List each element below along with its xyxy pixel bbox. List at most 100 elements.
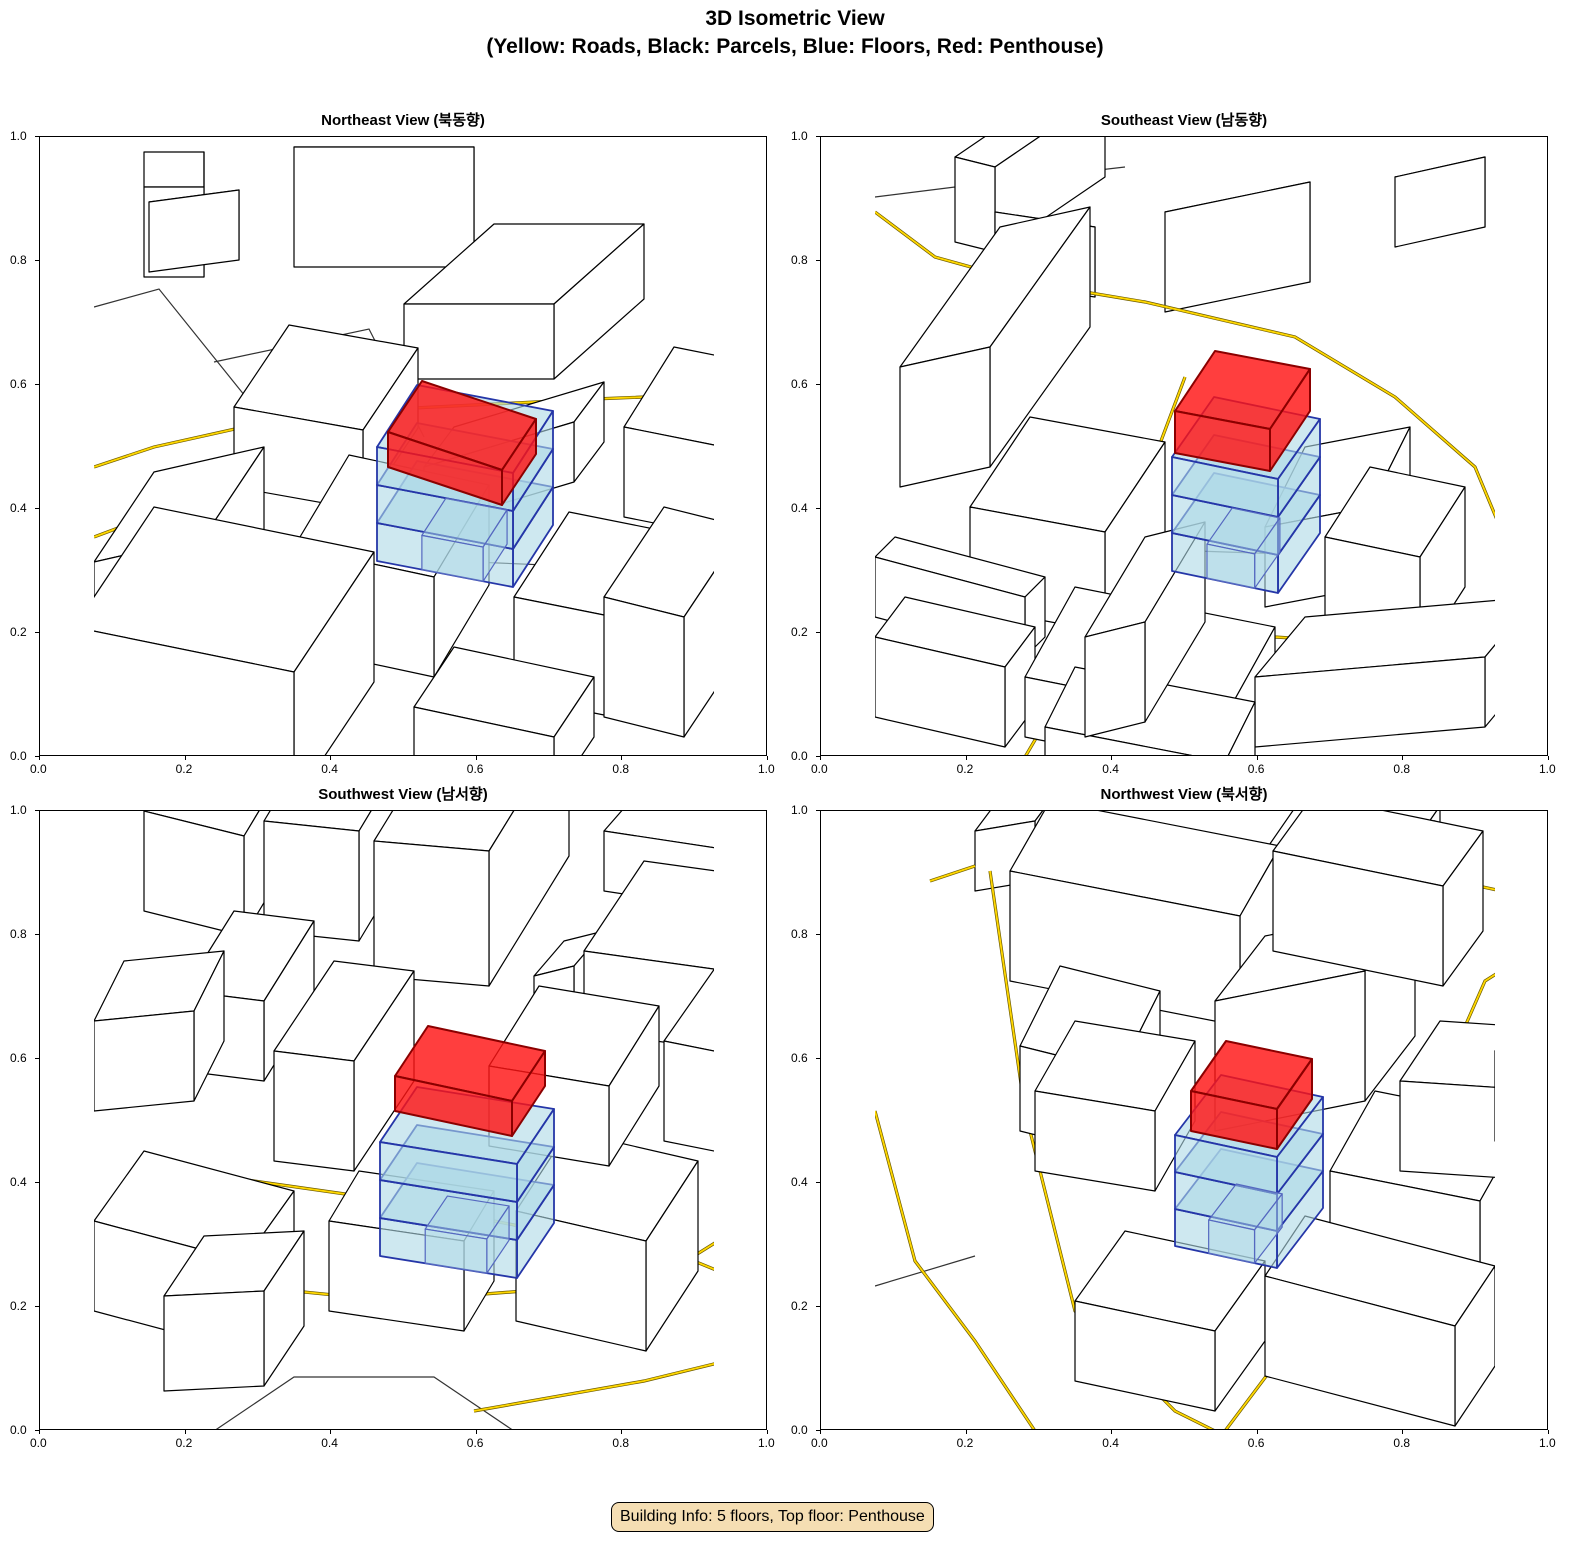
x-tick-label: 0.8 — [1393, 1436, 1411, 1450]
y-tick-label: 0.2 — [791, 1299, 808, 1313]
parcel-building — [403, 223, 645, 380]
x-tick-mark — [39, 756, 40, 760]
y-tick-label: 0.2 — [791, 625, 808, 639]
y-tick-mark — [35, 1306, 39, 1307]
y-tick-mark — [816, 632, 820, 633]
parcel-line — [874, 1255, 976, 1287]
y-tick-label: 0.4 — [791, 501, 808, 515]
y-tick-mark — [816, 508, 820, 509]
parcel-building — [73, 506, 375, 755]
parcel-building — [273, 960, 415, 1172]
y-tick-label: 1.0 — [10, 803, 27, 817]
figure-subtitle: (Yellow: Roads, Black: Parcels, Blue: Fl… — [486, 35, 1104, 58]
parcel-building — [1272, 811, 1484, 987]
parcel-building-front — [143, 811, 245, 937]
panel-title: Southeast View (남동향) — [1100, 112, 1268, 129]
y-tick-mark — [35, 1182, 39, 1183]
y-tick-mark — [35, 1430, 39, 1431]
y-tick-label: 0.4 — [10, 501, 27, 515]
x-tick-mark — [1256, 756, 1258, 760]
y-tick-mark — [35, 810, 39, 811]
parcel-building-side — [553, 676, 595, 755]
y-tick-label: 1.0 — [791, 129, 808, 143]
axes-margin — [1495, 137, 1547, 755]
penthouse — [394, 1025, 546, 1137]
road-line-outline — [873, 1110, 1036, 1429]
parcel-building-front — [163, 1290, 265, 1392]
x-tick-label: 0.4 — [1102, 762, 1119, 776]
x-tick-mark — [1111, 756, 1113, 760]
y-tick-mark — [816, 1306, 820, 1307]
y-tick-mark — [35, 756, 39, 757]
parcel-building — [1264, 1215, 1496, 1427]
y-tick-label: 1.0 — [10, 129, 27, 143]
floor-core-front — [421, 534, 484, 582]
x-tick-label: 0.0 — [30, 762, 47, 776]
parcel-building-front — [1034, 1090, 1156, 1192]
parcel-building-front — [1084, 621, 1146, 738]
y-tick-label: 0.8 — [10, 927, 27, 941]
penthouse-front — [394, 1075, 513, 1137]
parcel-building-front — [403, 303, 555, 380]
x-tick-label: 0.4 — [321, 1436, 338, 1450]
x-tick-label: 0.8 — [612, 1436, 630, 1450]
parcel-building — [163, 1230, 305, 1392]
isometric-scene — [821, 137, 1547, 755]
parcel-building-front — [1164, 181, 1311, 313]
x-tick-label: 1.0 — [758, 762, 775, 776]
y-tick-mark — [35, 136, 39, 137]
x-tick-mark — [965, 1430, 967, 1434]
x-tick-label: 0.2 — [175, 1436, 193, 1450]
parcel-building-front — [273, 1050, 355, 1172]
axes-panel-4 — [820, 810, 1548, 1430]
floor-core-front — [424, 1228, 488, 1274]
parcel-building — [1034, 1020, 1196, 1192]
y-tick-mark — [35, 384, 39, 385]
y-tick-mark — [816, 136, 820, 137]
y-tick-label: 0.2 — [10, 625, 27, 639]
x-tick-mark — [1402, 1430, 1404, 1434]
y-tick-label: 1.0 — [791, 803, 808, 817]
floor-core — [1206, 507, 1281, 589]
floor-core — [424, 1195, 510, 1274]
axes-margin — [714, 811, 766, 1429]
floor-3-front — [379, 1141, 518, 1203]
x-tick-label: 0.6 — [466, 1436, 484, 1450]
y-tick-mark — [816, 756, 820, 757]
parcel-building — [1074, 1230, 1266, 1412]
parcel-building-front — [603, 596, 685, 738]
x-tick-mark — [1548, 1430, 1549, 1434]
y-tick-label: 0.6 — [10, 1051, 27, 1065]
axes-panel-3 — [39, 810, 767, 1430]
isometric-scene — [821, 811, 1547, 1429]
parcel-building-front — [373, 840, 490, 987]
y-tick-label: 0.0 — [791, 749, 808, 763]
axes-margin — [821, 137, 875, 755]
x-tick-label: 0.6 — [1247, 762, 1265, 776]
x-tick-label: 1.0 — [1539, 762, 1556, 776]
x-tick-mark — [621, 756, 623, 760]
parcel-building-front — [413, 706, 555, 755]
y-tick-mark — [816, 810, 820, 811]
x-tick-mark — [965, 756, 967, 760]
y-tick-mark — [816, 934, 820, 935]
parcel-building-front — [1044, 726, 1193, 755]
figure-title: 3D Isometric View — [705, 7, 885, 30]
isometric-scene — [40, 137, 766, 755]
parcel-building-front — [1272, 850, 1444, 987]
y-tick-mark — [35, 508, 39, 509]
x-tick-mark — [475, 756, 477, 760]
x-tick-label: 0.0 — [811, 1436, 828, 1450]
penthouse-front — [387, 431, 503, 506]
axes-panel-1 — [39, 136, 767, 756]
parcel-building-front — [1254, 656, 1486, 748]
y-tick-mark — [35, 1058, 39, 1059]
x-tick-mark — [330, 1430, 332, 1434]
x-tick-label: 0.4 — [321, 762, 338, 776]
x-tick-mark — [39, 1430, 40, 1434]
penthouse — [1190, 1040, 1313, 1150]
parcel-building — [1394, 156, 1486, 248]
axes-margin — [821, 811, 875, 1429]
panel-title: Southwest View (남서향) — [318, 786, 488, 803]
parcel-building — [93, 950, 225, 1112]
